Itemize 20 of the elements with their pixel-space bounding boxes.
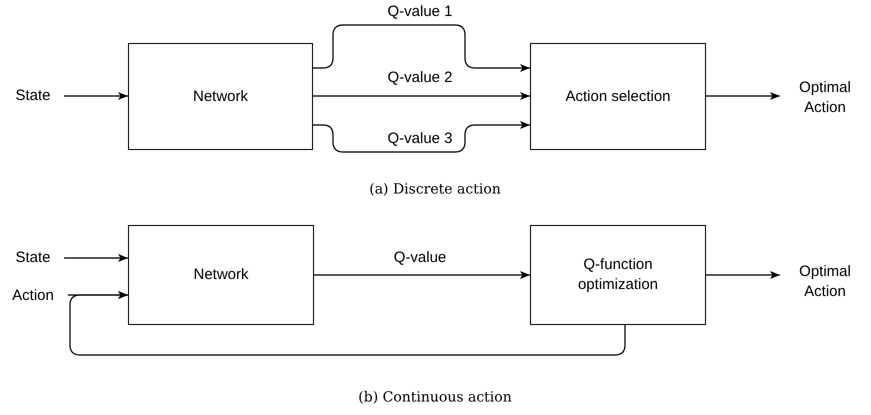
node-text: Optimal Action xyxy=(782,78,868,118)
arrow xyxy=(68,291,128,299)
arrow xyxy=(313,24,530,72)
process-box: Network xyxy=(128,225,314,325)
arrow xyxy=(706,271,780,279)
node-text: State xyxy=(6,248,60,268)
caption: (b) Continuous action xyxy=(358,388,512,408)
node-text: Optimal Action xyxy=(782,262,868,302)
arrow xyxy=(313,92,530,100)
node-text: Action xyxy=(2,286,64,306)
process-box: Action selection xyxy=(530,43,706,150)
node-text: State xyxy=(6,86,60,106)
arrow xyxy=(314,271,530,279)
process-box: Network xyxy=(128,43,313,150)
arrow xyxy=(64,92,128,100)
arrow xyxy=(313,121,530,153)
arrow xyxy=(64,254,128,262)
process-box: Q-function optimization xyxy=(530,225,706,325)
arrow xyxy=(706,92,780,100)
caption: (a) Discrete action xyxy=(369,180,501,200)
